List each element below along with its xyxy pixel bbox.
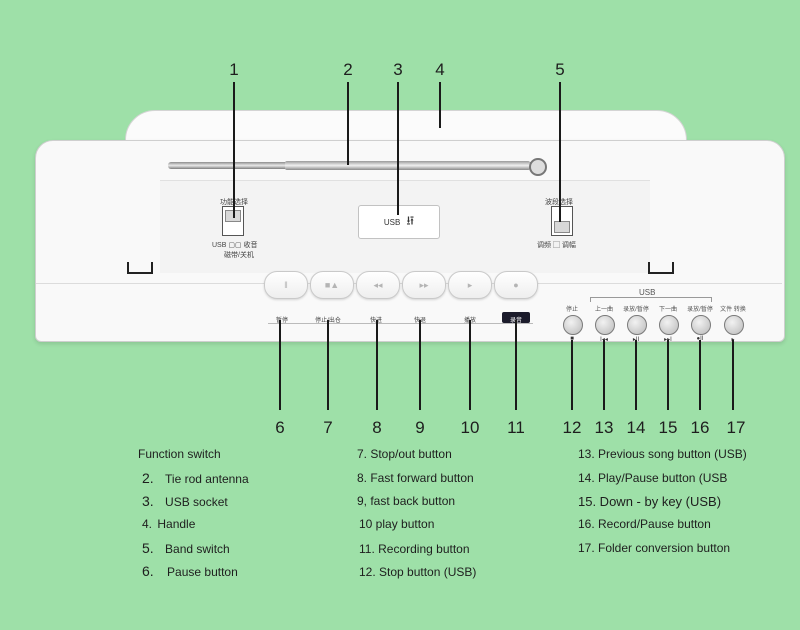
usb-icon: ⭿ bbox=[406, 213, 415, 228]
legend-item-5: 5. Band switch bbox=[142, 540, 230, 556]
callout-1: 1 bbox=[229, 60, 239, 79]
fast-back-key-symbol: ▸▸ bbox=[419, 279, 429, 290]
callout-13: 13 bbox=[594, 418, 614, 437]
usb-play-pause-button[interactable] bbox=[627, 315, 647, 335]
usb-label-record: 录放/暂停 bbox=[687, 307, 713, 313]
legend-item-6: 6. Pause button bbox=[142, 563, 238, 579]
play-key[interactable]: ▸ bbox=[448, 271, 492, 299]
legend-item-5-text: Band switch bbox=[165, 542, 230, 556]
callout-8: 8 bbox=[372, 418, 382, 437]
callout-16: 16 bbox=[690, 418, 710, 437]
legend-item-2: 2. Tie rod antenna bbox=[142, 470, 249, 486]
legend-item-15: 15. Down - by key (USB) bbox=[578, 494, 722, 509]
legend-item-2-num: 2. bbox=[142, 470, 154, 486]
usb-stop-button[interactable] bbox=[563, 315, 583, 335]
callout-15: 15 bbox=[658, 418, 678, 437]
legend-item-3-num: 3. bbox=[142, 493, 154, 509]
callout-7: 7 bbox=[323, 418, 333, 437]
legend-item-12: 12. Stop button (USB) bbox=[359, 565, 477, 579]
pause-key[interactable]: ‖ bbox=[264, 271, 308, 299]
usb-label-next: 下一曲 bbox=[658, 307, 678, 313]
usb-label-prev: 上一曲 bbox=[594, 307, 614, 313]
legend-item-3-text: USB socket bbox=[165, 495, 228, 509]
legend-item-14: 14. Play/Pause button (USB bbox=[578, 471, 728, 485]
usb-label-play: 录放/暂停 bbox=[623, 307, 649, 313]
band-switch-label-bottom: 调频 ▢ 调幅 bbox=[537, 242, 576, 249]
legend-item-6-num: 6. bbox=[142, 563, 154, 579]
fast-forward-key[interactable]: ◂◂ bbox=[356, 271, 400, 299]
legend-item-4: 4. Handle bbox=[142, 517, 195, 531]
panel-label-strip bbox=[268, 311, 533, 324]
hinge-right bbox=[648, 262, 674, 274]
stop-eject-key[interactable]: ■▲ bbox=[310, 271, 354, 299]
usb-group-bracket bbox=[590, 297, 712, 302]
legend-item-1: Function switch bbox=[138, 447, 221, 461]
antenna-segment bbox=[285, 161, 530, 170]
callout-3: 3 bbox=[393, 60, 403, 79]
usb-record-pause-button[interactable] bbox=[691, 315, 711, 335]
legend-item-4-text: Handle bbox=[157, 517, 196, 531]
callout-9: 9 bbox=[415, 418, 425, 437]
legend-item-4-num: 4. bbox=[142, 517, 153, 531]
play-key-symbol: ▸ bbox=[467, 279, 473, 290]
callout-10: 10 bbox=[460, 418, 480, 437]
legend-item-5-num: 5. bbox=[142, 540, 154, 556]
band-switch-knob bbox=[554, 221, 570, 233]
legend-item-9: 9, fast back button bbox=[357, 494, 456, 508]
legend-item-17: 17. Folder conversion button bbox=[578, 541, 731, 555]
stop-eject-key-symbol: ■▲ bbox=[324, 280, 340, 290]
band-switch[interactable] bbox=[551, 206, 573, 236]
legend-item-6-text: Pause button bbox=[167, 565, 238, 579]
usb-socket-label: USB bbox=[383, 217, 401, 227]
usb-record-symbol: ●II bbox=[696, 336, 704, 342]
legend-item-7: 7. Stop/out button bbox=[357, 447, 452, 461]
legend-item-10: 10 play button bbox=[359, 517, 435, 531]
panel-label-pause: 暂停 bbox=[275, 318, 289, 324]
usb-prev-button[interactable] bbox=[595, 315, 615, 335]
antenna-pivot bbox=[529, 158, 547, 176]
callout-2: 2 bbox=[343, 60, 353, 79]
usb-group-label: USB bbox=[639, 288, 656, 297]
legend-item-13: 13. Previous song button (USB) bbox=[578, 447, 747, 461]
callout-17: 17 bbox=[726, 418, 746, 437]
hinge-left bbox=[127, 262, 153, 274]
usb-next-button[interactable] bbox=[659, 315, 679, 335]
callout-6: 6 bbox=[275, 418, 285, 437]
legend-item-11: 11. Recording button bbox=[359, 542, 470, 556]
legend-item-1-text: Function switch bbox=[138, 447, 221, 461]
usb-label-stop: 停止 bbox=[565, 307, 579, 313]
usb-folder-button[interactable] bbox=[724, 315, 744, 335]
fast-forward-key-symbol: ◂◂ bbox=[373, 279, 383, 290]
usb-label-folder: 文件 转换 bbox=[720, 307, 746, 313]
legend-item-3: 3. USB socket bbox=[142, 493, 228, 509]
record-key[interactable]: ● bbox=[494, 271, 538, 299]
callout-11: 11 bbox=[507, 418, 525, 437]
pause-key-symbol: ‖ bbox=[284, 280, 288, 290]
callout-4: 4 bbox=[435, 60, 445, 79]
callout-12: 12 bbox=[562, 418, 582, 437]
function-switch-label-bottom: USB ▢▢ 收音 bbox=[212, 242, 258, 249]
usb-stop-symbol: ■ bbox=[570, 336, 574, 342]
fast-back-key[interactable]: ▸▸ bbox=[402, 271, 446, 299]
legend-item-2-text: Tie rod antenna bbox=[165, 472, 249, 486]
callout-5: 5 bbox=[555, 60, 565, 79]
callout-14: 14 bbox=[626, 418, 646, 437]
legend-item-16: 16. Record/Pause button bbox=[578, 517, 711, 531]
panel-label-record bbox=[502, 312, 530, 323]
record-key-symbol: ● bbox=[513, 280, 519, 290]
function-switch-label-sub: 磁带/关机 bbox=[224, 252, 254, 259]
legend-item-8: 8. Fast forward button bbox=[357, 471, 474, 485]
